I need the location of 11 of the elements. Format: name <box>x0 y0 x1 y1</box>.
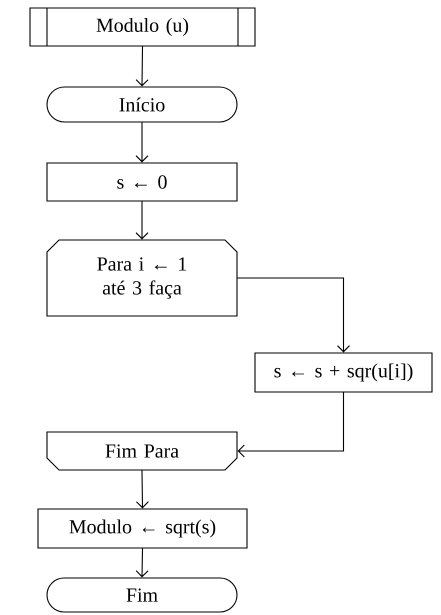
subroutine-box: Modulo (u) <box>29 7 256 47</box>
arrow <box>136 46 148 86</box>
arrow <box>136 202 148 240</box>
arrow <box>136 470 149 508</box>
arrow <box>136 548 148 578</box>
arrow <box>238 277 350 352</box>
process-box: s ← s + sqr(u[i]) <box>254 352 433 393</box>
process-box: Modulo ← sqrt(s) <box>37 508 248 549</box>
arrow <box>238 392 344 458</box>
process-box: s ← 0 <box>46 162 238 202</box>
arrow <box>136 122 148 162</box>
